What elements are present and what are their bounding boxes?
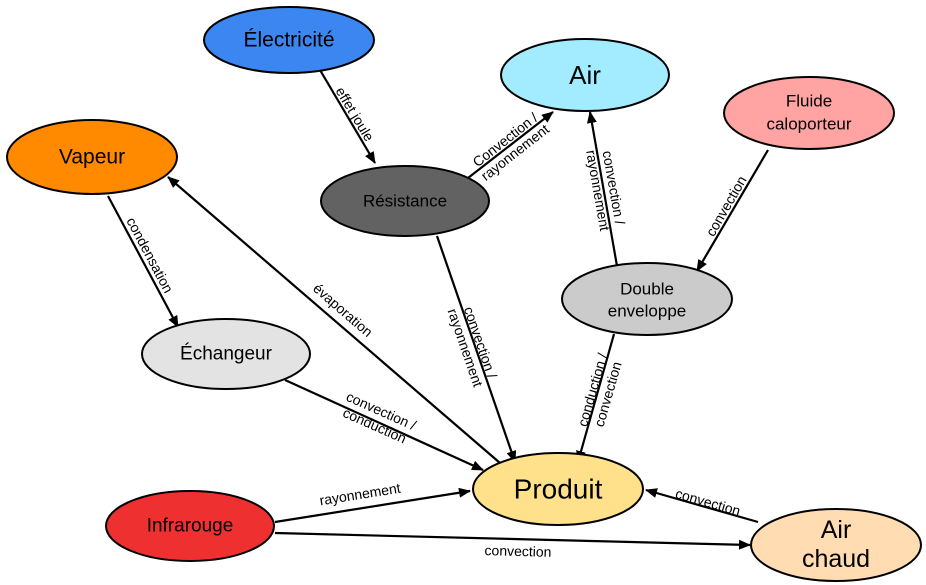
edge-label-double-enveloppe-air: convection / rayonnement bbox=[583, 149, 628, 232]
node-shape bbox=[320, 165, 490, 237]
edge-label-evaporation: évaporation bbox=[310, 280, 376, 340]
edge-infrarouge-air-chaud bbox=[274, 531, 751, 550]
node-air-chaud: Air chaud bbox=[750, 508, 922, 582]
edge-produit-vapeur bbox=[167, 176, 501, 464]
node-shape bbox=[472, 452, 644, 526]
node-label: Produit bbox=[514, 474, 603, 505]
edge-label-effet-joule: effet joule bbox=[333, 84, 378, 144]
edge-label-condensation: condensation bbox=[123, 214, 176, 295]
edge-fluide-double-enveloppe bbox=[696, 149, 769, 272]
node-double-enveloppe: Double enveloppe bbox=[561, 262, 733, 336]
edge-resistance-air bbox=[467, 111, 554, 179]
edge-double-enveloppe-produit bbox=[576, 333, 616, 463]
node-label: Vapeur bbox=[59, 146, 125, 169]
node-label-line-2: chaud bbox=[802, 545, 870, 573]
edge-label-double-enveloppe-produit: conduction / convection bbox=[574, 351, 624, 428]
edge-echangeur-produit bbox=[284, 378, 484, 472]
node-shape bbox=[6, 119, 178, 195]
node-label: Échangeur bbox=[180, 344, 273, 365]
edge-label-fluide-convection: convection bbox=[702, 173, 749, 239]
node-label: Air bbox=[569, 60, 601, 90]
edge-electricite-resistance bbox=[319, 69, 376, 164]
edge-double-enveloppe-air bbox=[586, 111, 619, 267]
node-echangeur: Échangeur bbox=[141, 318, 311, 390]
node-label-line-2: enveloppe bbox=[608, 302, 686, 321]
node-shape bbox=[203, 6, 375, 74]
node-infrarouge: Infrarouge bbox=[105, 490, 275, 562]
node-label-line-1: Double bbox=[620, 280, 674, 299]
node-electricite: Électricité bbox=[203, 6, 375, 74]
edge-resistance-produit bbox=[435, 235, 517, 463]
node-air: Air bbox=[500, 38, 670, 112]
edge-vapeur-echangeur bbox=[107, 195, 179, 328]
edge-label-infrarouge-air-chaud: convection bbox=[484, 542, 551, 560]
edge-infrarouge-produit bbox=[274, 487, 471, 524]
edges bbox=[107, 69, 769, 550]
edge-label-air-chaud-produit: convection bbox=[674, 485, 743, 519]
node-shape bbox=[723, 76, 895, 150]
node-produit: Produit bbox=[472, 452, 644, 526]
edge-label-echangeur-produit: convection / conduction bbox=[341, 388, 419, 446]
node-vapeur: Vapeur bbox=[6, 119, 178, 195]
edge-label-resistance-produit: convection / rayonnement bbox=[445, 304, 501, 388]
node-label: Résistance bbox=[363, 192, 447, 211]
node-shape bbox=[141, 318, 311, 390]
edge-label-resistance-air: Convection / rayonnement bbox=[469, 109, 552, 183]
node-fluide-caloporteur: Fluide caloporteur bbox=[723, 76, 895, 150]
node-label-line-1: Air bbox=[821, 516, 852, 544]
node-label-line-2: caloporteur bbox=[766, 115, 851, 134]
node-label: Infrarouge bbox=[147, 516, 234, 537]
node-shape bbox=[750, 508, 922, 582]
node-shape bbox=[105, 490, 275, 562]
node-shape bbox=[500, 38, 670, 112]
node-label-line-1: Fluide bbox=[786, 92, 832, 111]
node-shape bbox=[561, 262, 733, 336]
node-resistance: Résistance bbox=[320, 165, 490, 237]
edge-air-chaud-produit bbox=[645, 488, 759, 524]
node-label: Électricité bbox=[243, 29, 334, 52]
